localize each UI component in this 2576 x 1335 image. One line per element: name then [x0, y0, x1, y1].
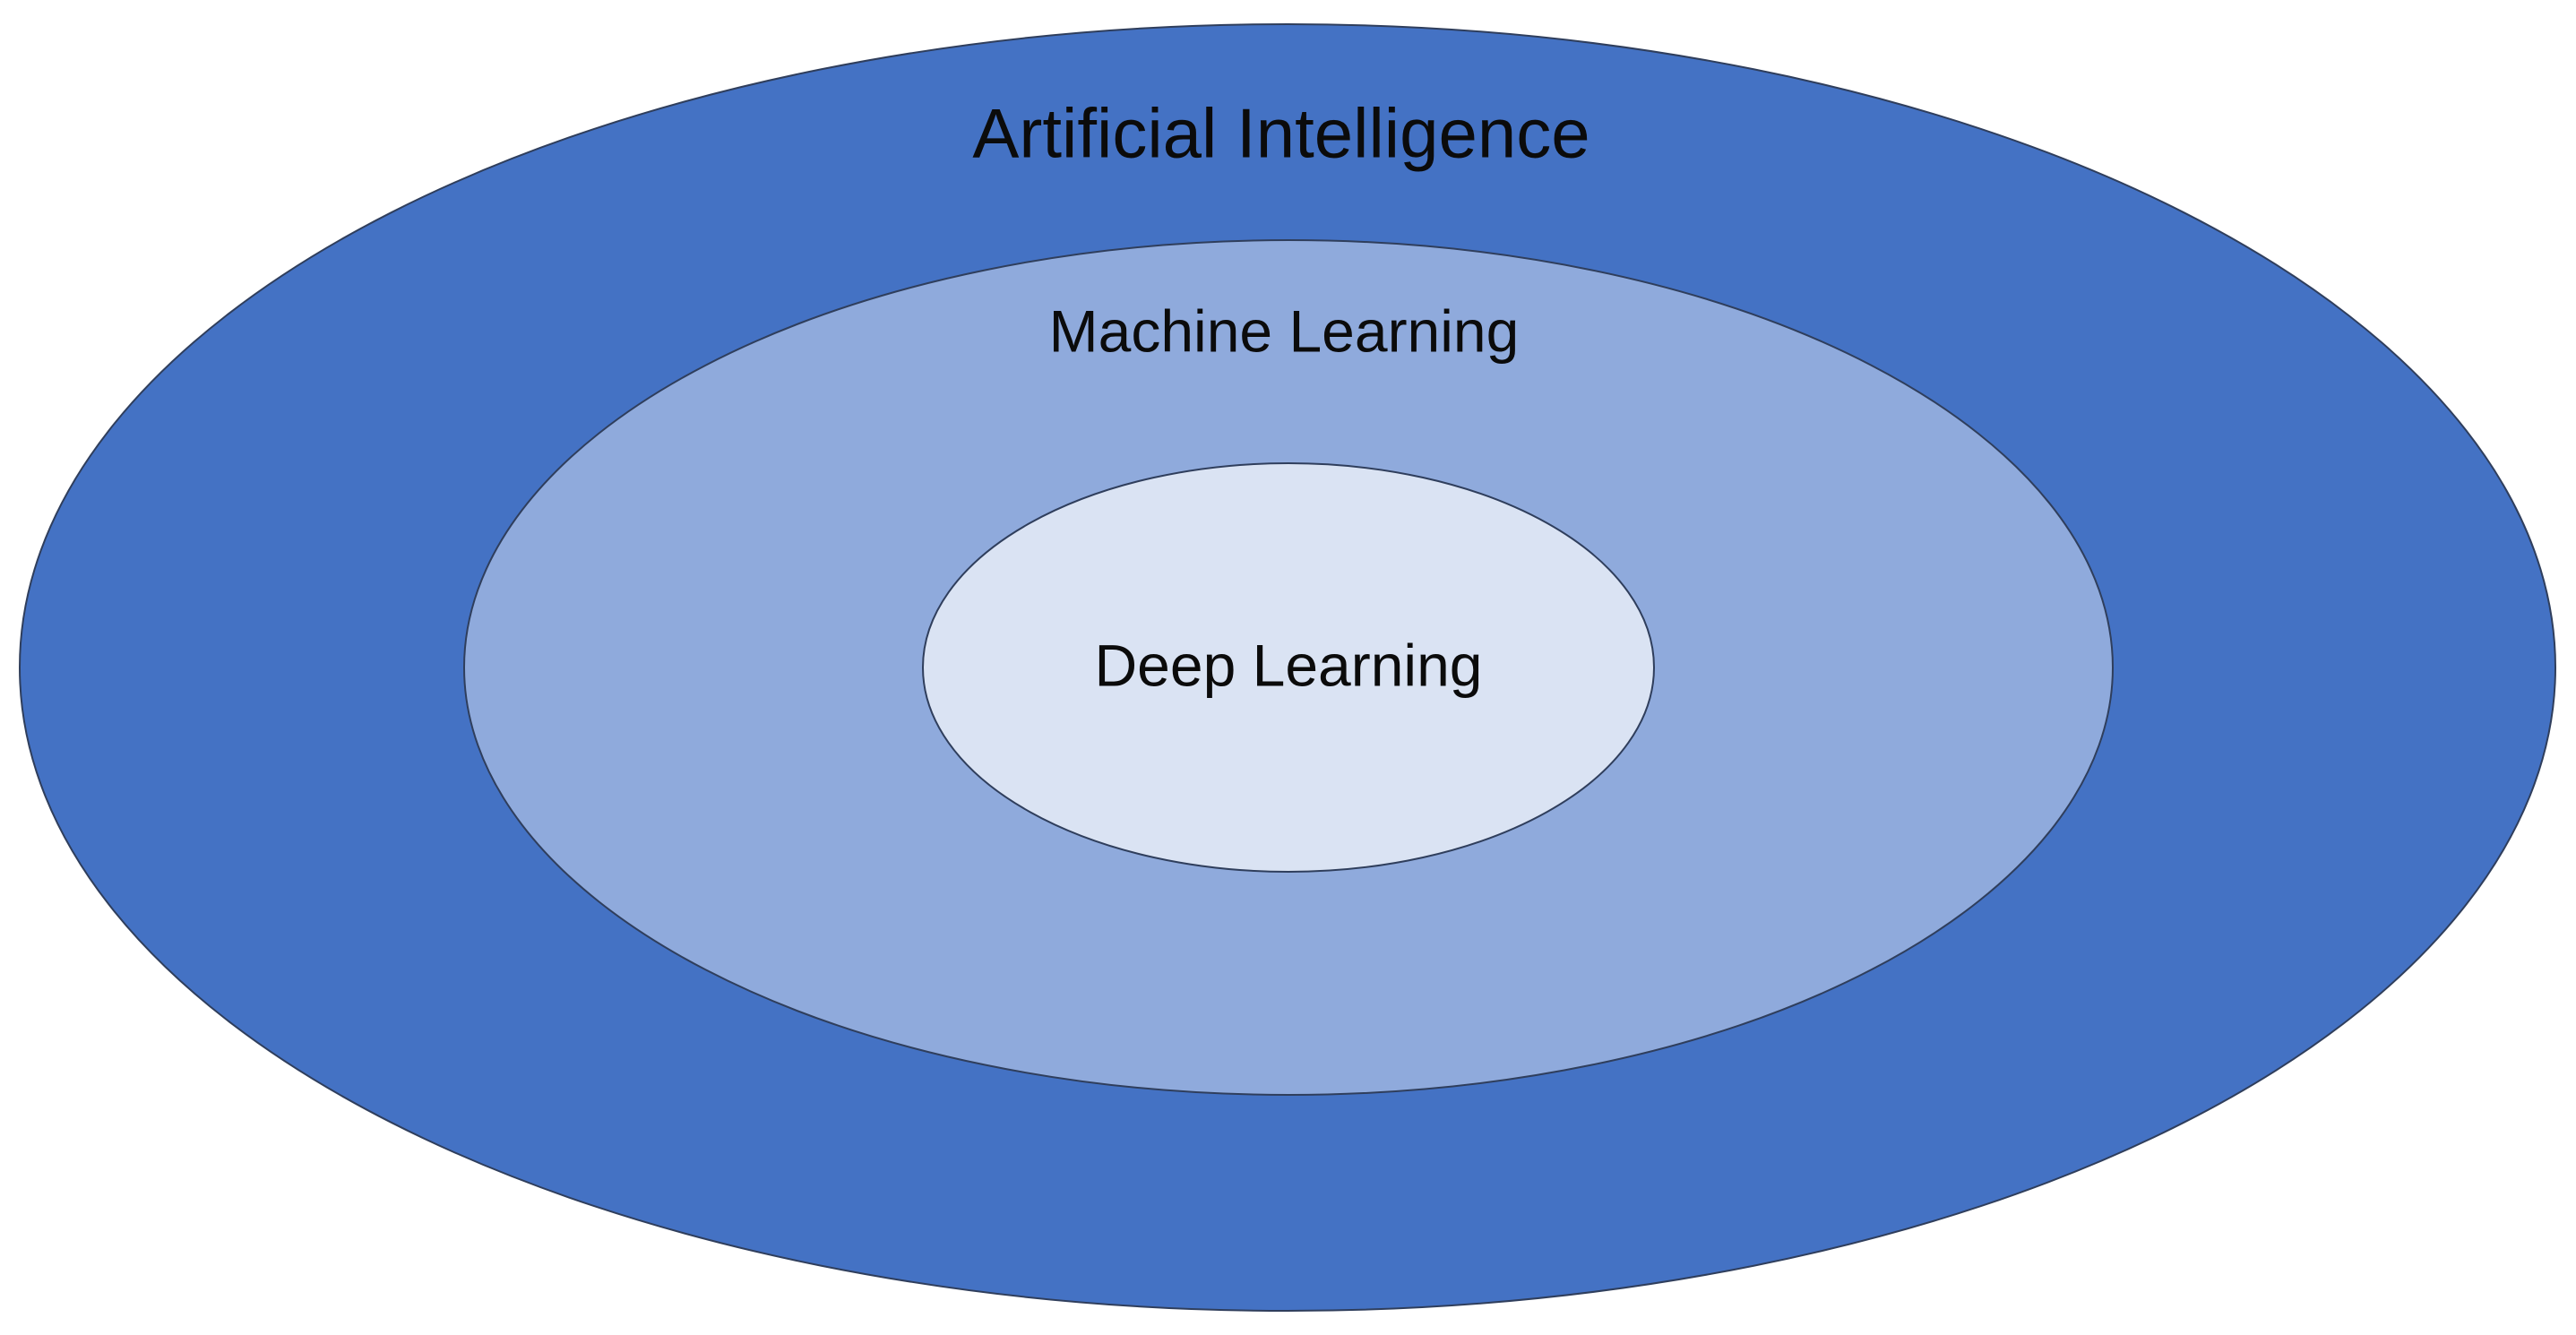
- ring-deep-learning: [922, 462, 1655, 873]
- label-artificial-intelligence: Artificial Intelligence: [972, 94, 1590, 173]
- label-deep-learning: Deep Learning: [1095, 632, 1483, 698]
- label-machine-learning: Machine Learning: [1049, 297, 1520, 364]
